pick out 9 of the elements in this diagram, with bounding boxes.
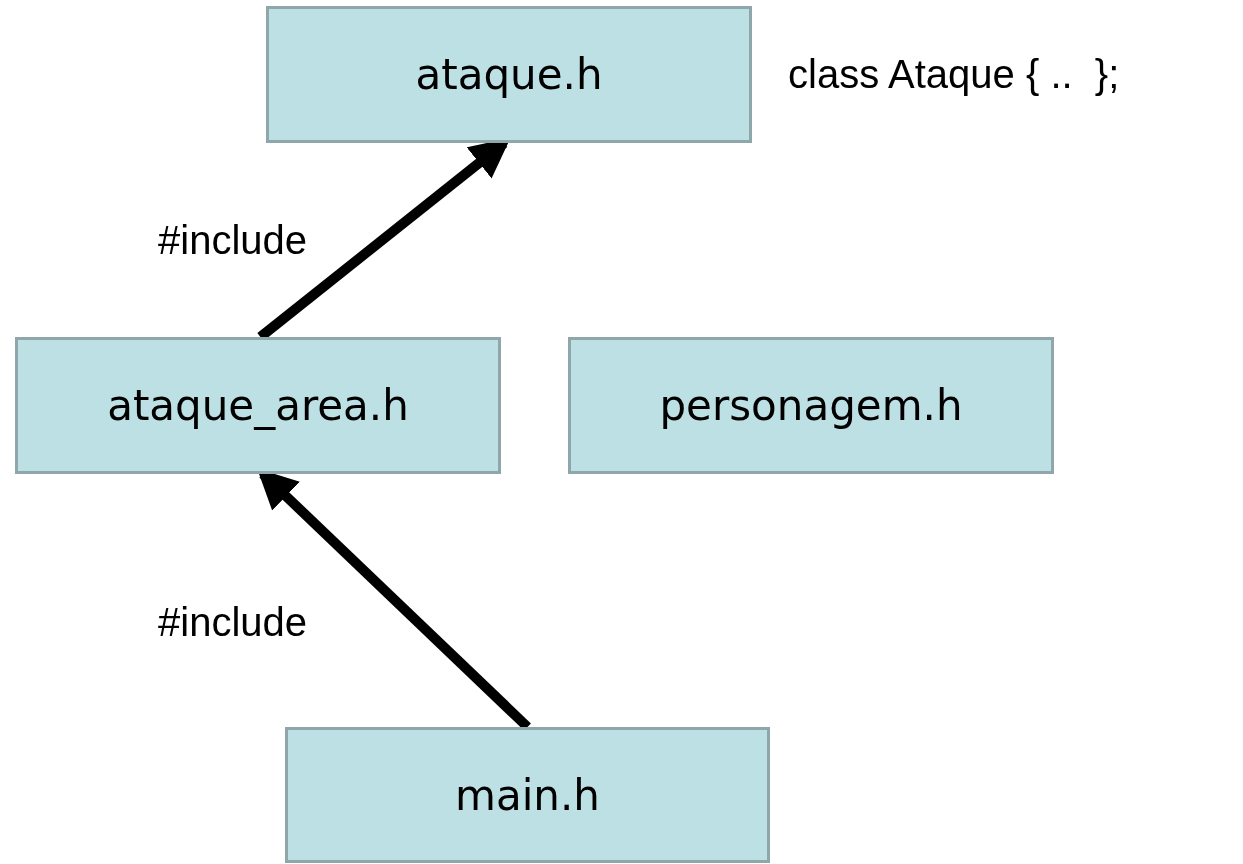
file-name: main.h [455, 769, 600, 822]
code-snippet: class Ataque { .. }; [788, 51, 1120, 98]
file-box [15, 337, 501, 474]
file-box [568, 337, 1054, 474]
file-name: personagem.h [659, 380, 963, 432]
file-box [285, 727, 770, 863]
file-name: ataque_area.h [107, 380, 409, 432]
file-box [266, 6, 752, 143]
file-name: ataque.h [415, 49, 603, 101]
